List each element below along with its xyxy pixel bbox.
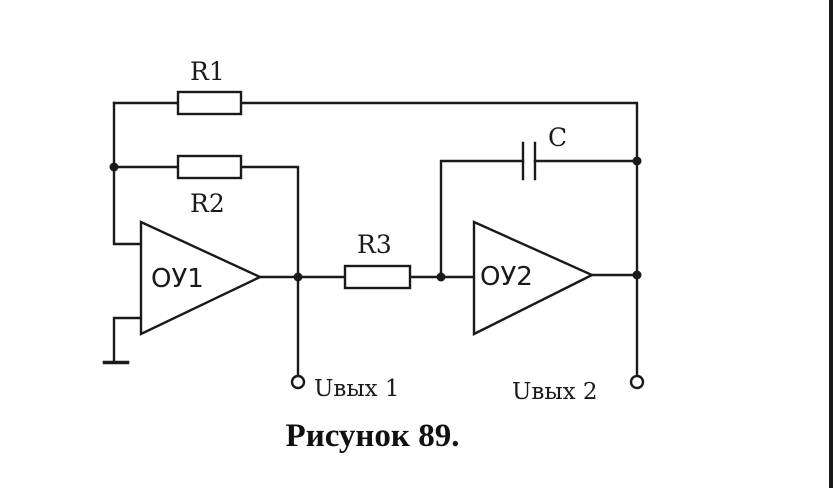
label-op1: ОУ1 <box>151 264 204 294</box>
figure-caption: Рисунок 89. <box>285 418 460 454</box>
junction-dot <box>436 272 446 282</box>
label-c: C <box>548 123 567 152</box>
resistor-r2 <box>176 154 243 180</box>
junction-dot <box>632 270 642 280</box>
terminal-out2 <box>629 374 645 390</box>
label-out2: Uвых 2 <box>512 379 598 405</box>
terminal-out1 <box>290 374 306 390</box>
label-op2: ОУ2 <box>480 262 533 292</box>
wire-op2-out <box>590 273 639 378</box>
label-r3: R3 <box>357 230 392 259</box>
resistor-r3 <box>343 264 412 290</box>
label-out1: Uвых 1 <box>314 376 400 402</box>
resistor-r1 <box>176 90 243 116</box>
wire-left-bus <box>112 101 143 246</box>
capacitor-c <box>521 141 537 181</box>
page-edge <box>829 0 833 488</box>
junction-dot <box>632 156 642 166</box>
junction-dot <box>109 162 119 172</box>
wire-ground <box>102 316 143 364</box>
label-r2: R2 <box>190 189 225 218</box>
op-amp-1 <box>139 220 263 336</box>
junction-dot <box>293 272 303 282</box>
wire-r2-feedback <box>112 165 300 279</box>
label-r1: R1 <box>190 57 225 86</box>
op-amp-2 <box>472 220 595 336</box>
wire-r1-feedback <box>112 101 639 163</box>
